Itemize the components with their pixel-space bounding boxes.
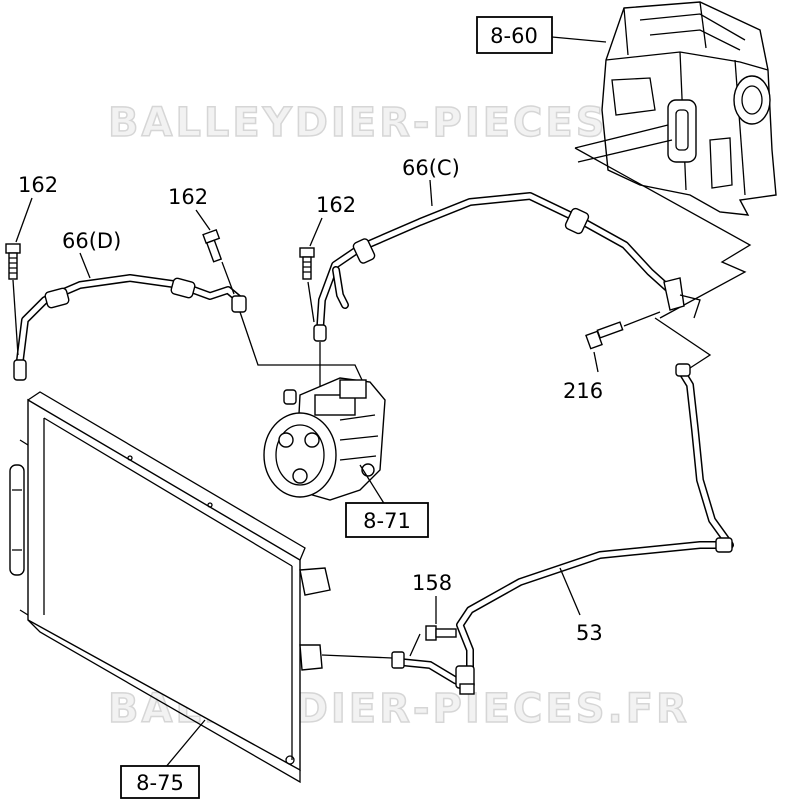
leader-66d	[79, 252, 91, 279]
leader-pipe-condenser	[321, 654, 393, 659]
leader-heater-a	[574, 124, 669, 149]
callout-8-75[interactable]: 8-75	[120, 765, 200, 799]
leader-162-mid	[195, 209, 211, 231]
leader-bolt-mid-down	[221, 261, 235, 295]
hose-66c	[313, 192, 701, 342]
label-162-right[interactable]: 162	[316, 193, 356, 217]
callout-8-60[interactable]: 8-60	[476, 16, 553, 54]
leader-8-60	[551, 36, 607, 43]
leader-8-71	[359, 464, 386, 506]
compressor	[263, 377, 386, 501]
callout-label-8-75: 8-75	[136, 771, 184, 795]
callout-label-8-71: 8-71	[363, 509, 411, 533]
leader-heater-c	[574, 147, 752, 319]
leader-8-75	[164, 719, 206, 769]
bolt-216	[585, 321, 624, 350]
label-53[interactable]: 53	[576, 621, 603, 645]
label-158[interactable]: 158	[412, 571, 452, 595]
bolt-158	[425, 625, 457, 641]
leader-162-right	[309, 217, 323, 247]
bolt-162-mid	[202, 228, 223, 263]
bolt-162-left	[5, 243, 21, 280]
leader-pipe-53-top	[654, 317, 712, 369]
hose-66d	[13, 274, 247, 381]
leader-bolt-left-down	[12, 279, 19, 356]
leader-162-left	[15, 197, 33, 243]
condenser	[9, 391, 331, 784]
pipe-53	[391, 363, 734, 695]
heater-unit	[601, 1, 777, 216]
label-66c[interactable]: 66(C)	[402, 156, 460, 180]
leader-158-pipe	[409, 633, 421, 657]
leader-53	[559, 567, 581, 616]
callout-8-71[interactable]: 8-71	[345, 502, 429, 538]
label-216[interactable]: 216	[563, 379, 603, 403]
leader-hose-compressor-a	[239, 311, 363, 381]
watermark-top: BALLEYDIER-PIECES.FR	[108, 100, 690, 146]
label-66d[interactable]: 66(D)	[62, 229, 121, 253]
label-162-left[interactable]: 162	[18, 173, 58, 197]
leader-216	[593, 351, 599, 373]
leader-66c	[429, 179, 433, 207]
leader-bolt-right-down	[307, 281, 315, 323]
callout-label-8-60: 8-60	[490, 24, 538, 48]
label-162-mid[interactable]: 162	[168, 185, 208, 209]
leader-216-pipe	[623, 311, 661, 327]
bolt-162-right	[299, 247, 315, 280]
